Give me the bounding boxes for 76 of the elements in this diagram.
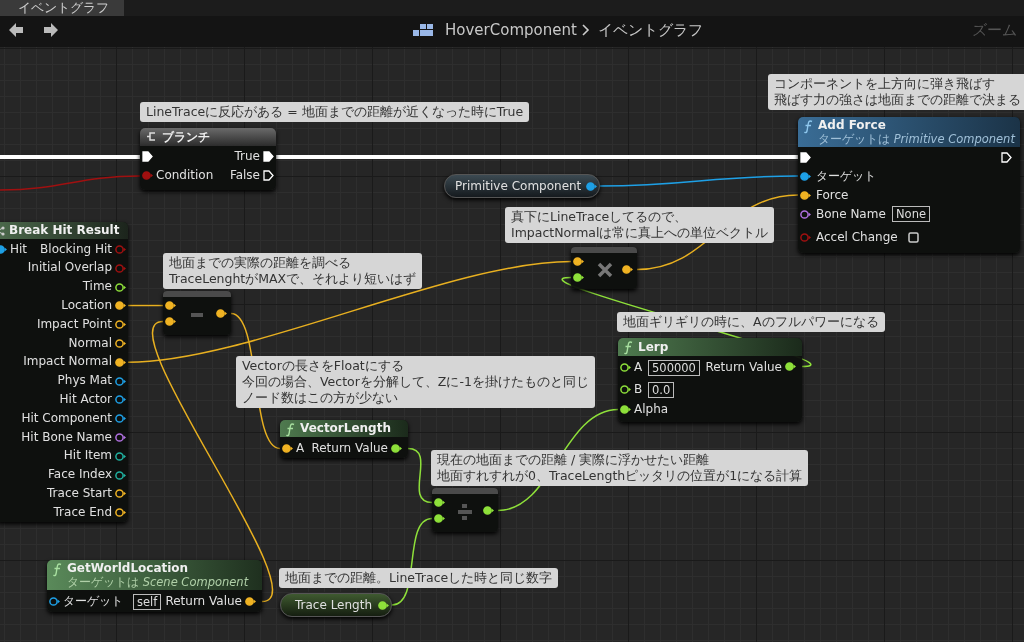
pin-label: Return Value: [705, 360, 782, 375]
pin-label: Hit Item: [63, 448, 112, 464]
pin-label: B: [634, 382, 643, 397]
node-title: VectorLength: [300, 421, 391, 436]
pin-label: Hit Component: [21, 410, 112, 426]
wire: [407, 447, 433, 504]
node-subtitle: ターゲットは Scene Component: [67, 575, 249, 590]
breadcrumb-text: HoverComponent: [445, 20, 577, 40]
pin-label: Phys Mat: [57, 373, 112, 389]
node-title: Lerp: [638, 340, 669, 355]
pin-label: Location: [61, 297, 112, 313]
pin-label: Impact Point: [36, 316, 112, 332]
comment-bubble: LineTraceに反応がある = 地面までの距離が近くなった時にTrue: [140, 102, 530, 122]
wire: [127, 304, 164, 307]
pin-label: Face Index: [48, 467, 112, 483]
function-node: [0, 222, 128, 522]
pin-label: Hit: [10, 242, 28, 257]
pin-label: Return Value: [165, 594, 242, 609]
node-title: Add Force: [818, 118, 886, 133]
pin-label: Force: [816, 188, 849, 203]
pin-label: Initial Overlap: [27, 260, 112, 276]
operator-node: [571, 247, 637, 289]
comment-bubble: 地面までの距離。LineTraceした時と同じ数字: [279, 568, 559, 588]
wire: [599, 175, 799, 187]
tab-label: イベントグラフ: [18, 0, 109, 16]
pin-label: Hit Bone Name: [21, 429, 112, 445]
variable-label: Trace Length: [295, 598, 373, 613]
node-title: GetWorldLocation: [67, 561, 189, 576]
node-title: ブランチ: [162, 130, 210, 145]
pin-label: False: [229, 168, 260, 183]
pin-label: Hit Actor: [59, 391, 112, 407]
function-node: [47, 560, 262, 612]
variable-node: [280, 593, 392, 617]
wire: [152, 320, 273, 603]
comment-bubble: 地面までの実際の距離を調べるTraceLenghtがMAXで、それより短いはず: [163, 253, 423, 289]
function-node: [798, 117, 1020, 253]
pin-label: Alpha: [634, 402, 669, 417]
pin-label: Trace End: [53, 504, 112, 520]
value-field: 500000: [648, 360, 700, 376]
value-field: self: [133, 594, 162, 610]
zoom-label: ズーム: [972, 20, 1017, 40]
value-field: None: [892, 206, 930, 222]
pin-label: ターゲット: [63, 594, 123, 609]
breadcrumb-text: イベントグラフ: [598, 20, 703, 40]
wire: [127, 260, 572, 364]
wire: [276, 155, 798, 159]
variable-node: [444, 174, 600, 198]
pin-label: Bone Name: [816, 207, 886, 222]
comment-bubble: コンポーネントを上方向に弾き飛ばす飛ばす力の強さは地面までの距離で決まる: [768, 74, 1024, 110]
operator-node: [432, 488, 498, 532]
comment-bubble: 真下にLineTraceしてるので、ImpactNormalは常に真上への単位ベクトル: [505, 207, 775, 243]
pin-label: Accel Change: [816, 230, 898, 245]
wire: [0, 175, 141, 191]
pin-label: A: [296, 441, 305, 456]
pin-label: True: [234, 149, 260, 164]
value-field: 0.0: [648, 382, 675, 398]
comment-bubble: 現在の地面までの距離 / 実際に浮かせたい距離地面すれすれが0、TraceLengthピッタリの位置が1になる計算: [431, 450, 809, 486]
pin-label: Trace Start: [47, 485, 112, 501]
pin-label: Impact Normal: [23, 354, 112, 370]
pin-label: Normal: [68, 335, 112, 351]
node-title: Break Hit Result: [9, 223, 120, 238]
pin-label: Condition: [156, 168, 214, 183]
pin-label: Return Value: [311, 441, 388, 456]
wire: [0, 155, 140, 159]
function-node: [280, 420, 408, 458]
pin-label: A: [634, 360, 643, 375]
pin-label: Time: [82, 279, 112, 295]
operator-node: [163, 291, 231, 335]
variable-label: Primitive Component: [455, 179, 582, 194]
comment-bubble: Vectorの長さをFloatにする今回の場合、Vectorを分解して、Zに-1を掛けたものと同じノード数はこの方が少ない: [236, 356, 595, 408]
function-node: [618, 338, 802, 422]
pin-label: Blocking Hit: [40, 241, 112, 257]
node-subtitle: ターゲットは Primitive Component: [818, 132, 1015, 147]
pin-label: ターゲット: [816, 169, 876, 184]
comment-bubble: 地面ギリギリの時に、Aのフルパワーになる: [617, 312, 885, 332]
branch-node: [140, 128, 276, 190]
